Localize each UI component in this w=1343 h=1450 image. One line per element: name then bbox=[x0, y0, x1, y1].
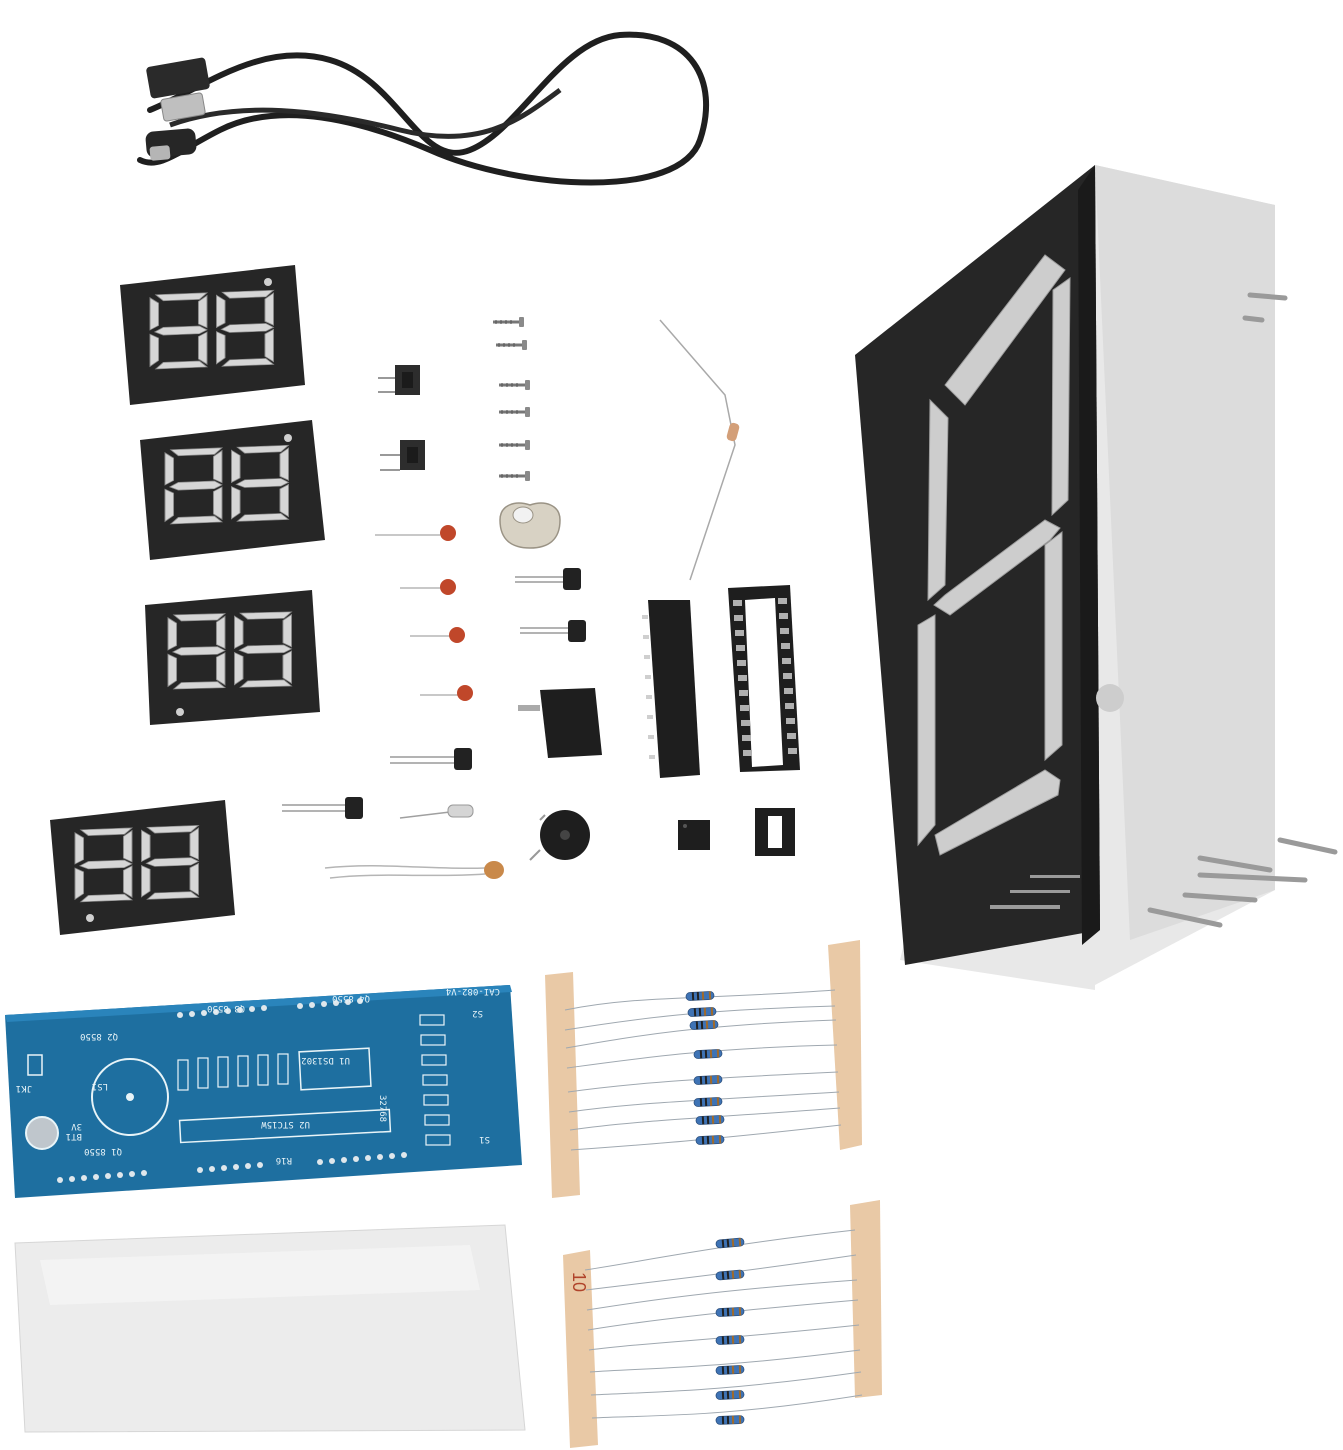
long-lead-component bbox=[659, 319, 740, 581]
resistor-strip-1 bbox=[545, 940, 862, 1198]
large-seven-segment-display bbox=[855, 165, 1338, 990]
pcb-label: S1 bbox=[479, 1134, 490, 1144]
pcb-label: CAI-082-V4 bbox=[446, 986, 500, 996]
screws bbox=[491, 315, 532, 483]
small-display-2 bbox=[140, 420, 325, 560]
pcb-label: JK1 bbox=[16, 1083, 32, 1093]
pcb-label: U2 STC15W bbox=[261, 1119, 310, 1129]
pcb-label: Q2 8550 bbox=[80, 1031, 118, 1041]
resistor-strip-2: 10 bbox=[563, 1200, 882, 1448]
usb-cable bbox=[137, 31, 710, 186]
pcb-label: Q1 8550 bbox=[84, 1146, 122, 1156]
protective-film bbox=[14, 1224, 526, 1433]
pcb-label: BT1 bbox=[66, 1131, 82, 1141]
pcb-label: Q3 8550 bbox=[207, 1003, 245, 1013]
pcb-label: 3V bbox=[71, 1121, 82, 1131]
pcb-label: Q4 8550 bbox=[332, 993, 370, 1003]
transistors bbox=[282, 568, 586, 819]
buzzer bbox=[529, 810, 590, 861]
ceramic-capacitors bbox=[375, 525, 473, 701]
main-ic bbox=[642, 600, 700, 778]
ic-socket-8-pin bbox=[755, 808, 795, 856]
pcb-label: LS1 bbox=[92, 1081, 108, 1091]
battery-holder bbox=[499, 502, 561, 549]
tape-marking: 10 bbox=[569, 1272, 589, 1292]
pcb-label: R16 bbox=[276, 1155, 292, 1165]
ic-socket-28-pin bbox=[728, 585, 800, 772]
small-display-4 bbox=[50, 800, 235, 935]
rtc-ic bbox=[678, 820, 710, 850]
pcb-label: U1 DS1302 bbox=[301, 1055, 350, 1065]
pcb-label: S2 bbox=[472, 1008, 483, 1018]
pcb-label: 32768 bbox=[377, 1095, 387, 1122]
small-display-1 bbox=[120, 265, 305, 405]
dc-jack bbox=[518, 688, 602, 758]
crystal-oscillator bbox=[399, 804, 474, 819]
pcb-board: CAI-082-V4 Q4 8550 Q3 8550 U1 DS1302 U2 … bbox=[5, 985, 522, 1198]
photoresistor bbox=[324, 861, 504, 879]
small-display-3 bbox=[145, 590, 320, 725]
tactile-buttons bbox=[378, 365, 425, 471]
